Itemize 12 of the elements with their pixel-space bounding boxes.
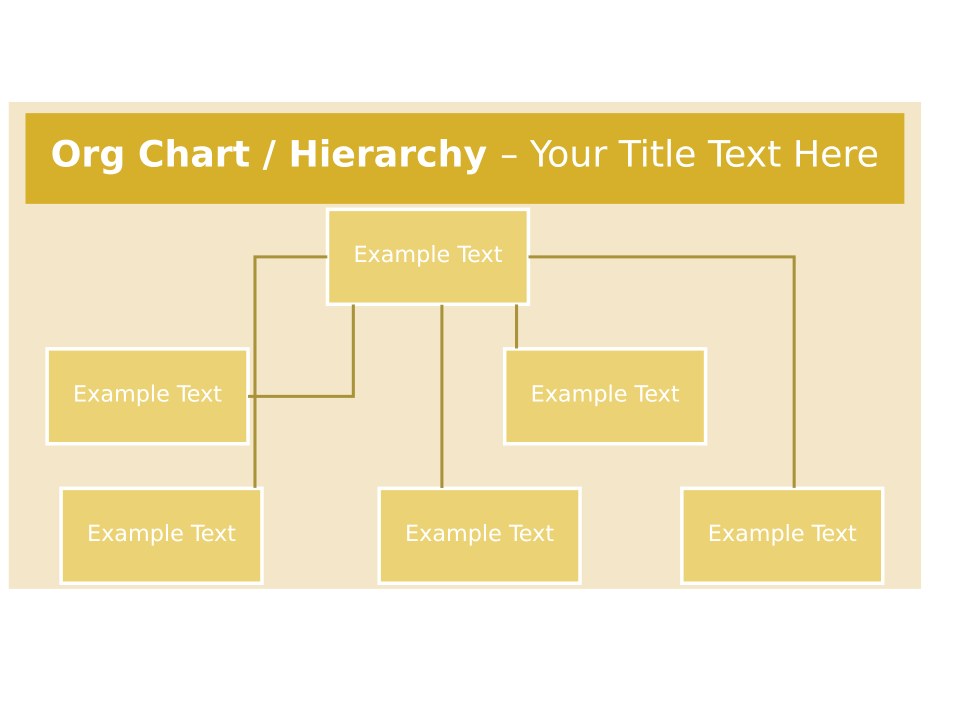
connector xyxy=(440,304,444,488)
connector xyxy=(248,304,355,398)
node-box: Example Text xyxy=(326,207,530,306)
node-box: Example Text xyxy=(59,486,264,585)
connector xyxy=(253,254,328,488)
node-box: Example Text xyxy=(45,346,250,446)
diagram-title: Org Chart / Hierarchy – Your Title Text Here xyxy=(50,132,879,176)
connector xyxy=(515,304,518,348)
node-box: Example Text xyxy=(680,486,884,585)
connector xyxy=(528,254,796,488)
node-box: Example Text xyxy=(377,486,582,585)
node-box: Example Text xyxy=(502,346,708,446)
